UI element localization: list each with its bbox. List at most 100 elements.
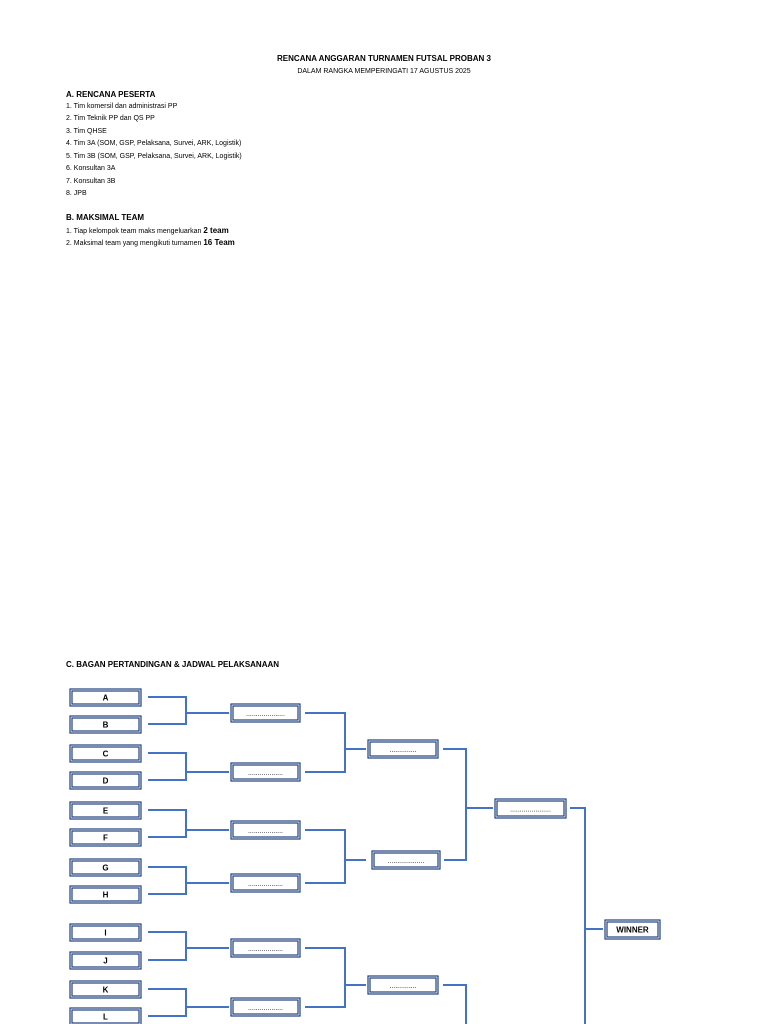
round3-box-label: ...................: [388, 858, 425, 865]
team-box-label: G: [102, 864, 108, 873]
winner-box-outer: [604, 919, 661, 940]
round3-box-inner: [373, 852, 439, 868]
bracket-connector: [443, 748, 467, 861]
participant-item: 7. Konsultan 3B: [66, 178, 116, 185]
team-box-outer: [69, 744, 142, 763]
bracket-connector: [305, 947, 346, 1008]
team-box-outer: [69, 688, 142, 707]
round3-box-label: ..............: [389, 983, 416, 990]
team-box-label: E: [103, 807, 109, 816]
team-box-inner: [71, 717, 140, 732]
team-box-inner: [71, 982, 140, 997]
round2-box-inner: [232, 764, 299, 780]
team-box-outer: [69, 828, 142, 847]
team-box-label: H: [103, 891, 109, 900]
bracket-connector: [148, 866, 187, 895]
participant-item: 4. Tim 3A (SOM, GSP, Pelaksana, Survei, …: [66, 140, 242, 147]
team-box-label: L: [103, 1013, 108, 1022]
round2-box-label: ..................: [248, 770, 283, 777]
max-team-text: 1. Tiap kelompok team maks mengeluarkan: [66, 228, 204, 235]
team-box-label: D: [103, 777, 109, 786]
bracket-connector: [443, 984, 467, 1024]
team-box-label: J: [103, 957, 107, 966]
bracket-connector: [570, 807, 586, 1024]
team-box-inner: [71, 746, 140, 761]
team-box-outer: [69, 715, 142, 734]
bracket-connector: [305, 712, 346, 773]
round2-box-label: ..................: [248, 1005, 283, 1012]
round2-box-inner: [232, 940, 299, 956]
max-team-value: 2 team: [203, 226, 229, 235]
bracket-connector: [305, 829, 346, 884]
semi-box-outer: [494, 798, 567, 819]
semi-box-label: .....................: [510, 807, 551, 814]
round3-box-inner: [369, 741, 437, 757]
team-box-outer: [69, 801, 142, 820]
round2-box-outer: [230, 820, 301, 840]
round2-box-label: ....................: [246, 711, 285, 718]
team-box-inner: [71, 690, 140, 705]
team-box-label: A: [103, 694, 109, 703]
max-team-item: 1. Tiap kelompok team maks mengeluarkan …: [66, 226, 229, 235]
bracket-connector: [148, 931, 187, 961]
team-box-outer: [69, 1007, 142, 1024]
page-subtitle: DALAM RANGKA MEMPERINGATI 17 AGUSTUS 202…: [297, 68, 471, 75]
team-box-inner: [71, 1009, 140, 1024]
team-box-outer: [69, 771, 142, 790]
max-team-item: 2. Maksimal team yang mengikuti turnamen…: [66, 238, 235, 247]
round2-box-inner: [232, 705, 299, 721]
participant-item: 1. Tim komersil dan administrasi PP: [66, 103, 178, 110]
round2-box-outer: [230, 938, 301, 958]
team-box-inner: [71, 830, 140, 845]
round2-box-label: ..................: [248, 828, 283, 835]
max-team-text: 2. Maksimal team yang mengikuti turnamen: [66, 240, 204, 247]
team-box-label: I: [104, 929, 106, 938]
section-a-heading: A. RENCANA PESERTA: [66, 90, 156, 99]
team-box-inner: [71, 860, 140, 875]
page-title: RENCANA ANGGARAN TURNAMEN FUTSAL PROBAN …: [277, 54, 491, 63]
team-box-outer: [69, 885, 142, 904]
winner-box-label: WINNER: [616, 926, 649, 935]
team-box-inner: [71, 803, 140, 818]
team-box-outer: [69, 923, 142, 942]
round2-box-outer: [230, 997, 301, 1017]
round3-box-inner: [369, 977, 437, 993]
round3-box-outer: [371, 850, 441, 870]
team-box-inner: [71, 887, 140, 902]
round2-box-outer: [230, 703, 301, 723]
bracket-connector: [148, 752, 187, 781]
bracket-connector: [148, 696, 187, 725]
section-b-heading: B. MAKSIMAL TEAM: [66, 213, 145, 222]
round3-box-label: ..............: [389, 747, 416, 754]
team-box-label: C: [103, 750, 109, 759]
round2-box-outer: [230, 762, 301, 782]
round3-box-outer: [367, 975, 439, 995]
team-box-outer: [69, 951, 142, 970]
team-box-label: B: [103, 721, 109, 730]
section-c-heading: C. BAGAN PERTANDINGAN & JADWAL PELAKSANA…: [66, 660, 280, 669]
round2-box-outer: [230, 873, 301, 893]
max-team-value: 16 Team: [203, 238, 235, 247]
round2-box-inner: [232, 822, 299, 838]
round2-box-inner: [232, 875, 299, 891]
team-box-outer: [69, 980, 142, 999]
team-box-outer: [69, 858, 142, 877]
participant-item: 6. Konsultan 3A: [66, 165, 116, 172]
team-box-inner: [71, 925, 140, 940]
round2-box-label: ..................: [248, 946, 283, 953]
team-box-label: F: [103, 834, 108, 843]
round2-box-inner: [232, 999, 299, 1015]
participant-item: 5. Tim 3B (SOM, GSP, Pelaksana, Survei, …: [66, 153, 242, 160]
winner-box-inner: [606, 921, 659, 938]
participant-item: 3. Tim QHSE: [66, 128, 107, 135]
team-box-inner: [71, 953, 140, 968]
round2-box-label: ..................: [248, 881, 283, 888]
semi-box-inner: [496, 800, 565, 817]
bracket-connector: [148, 809, 187, 838]
team-box-inner: [71, 773, 140, 788]
bracket-connector: [148, 988, 187, 1017]
participant-item: 2. Tim Teknik PP dan QS PP: [66, 115, 155, 122]
participant-item: 8. JPB: [66, 190, 87, 197]
team-box-label: K: [103, 986, 109, 995]
